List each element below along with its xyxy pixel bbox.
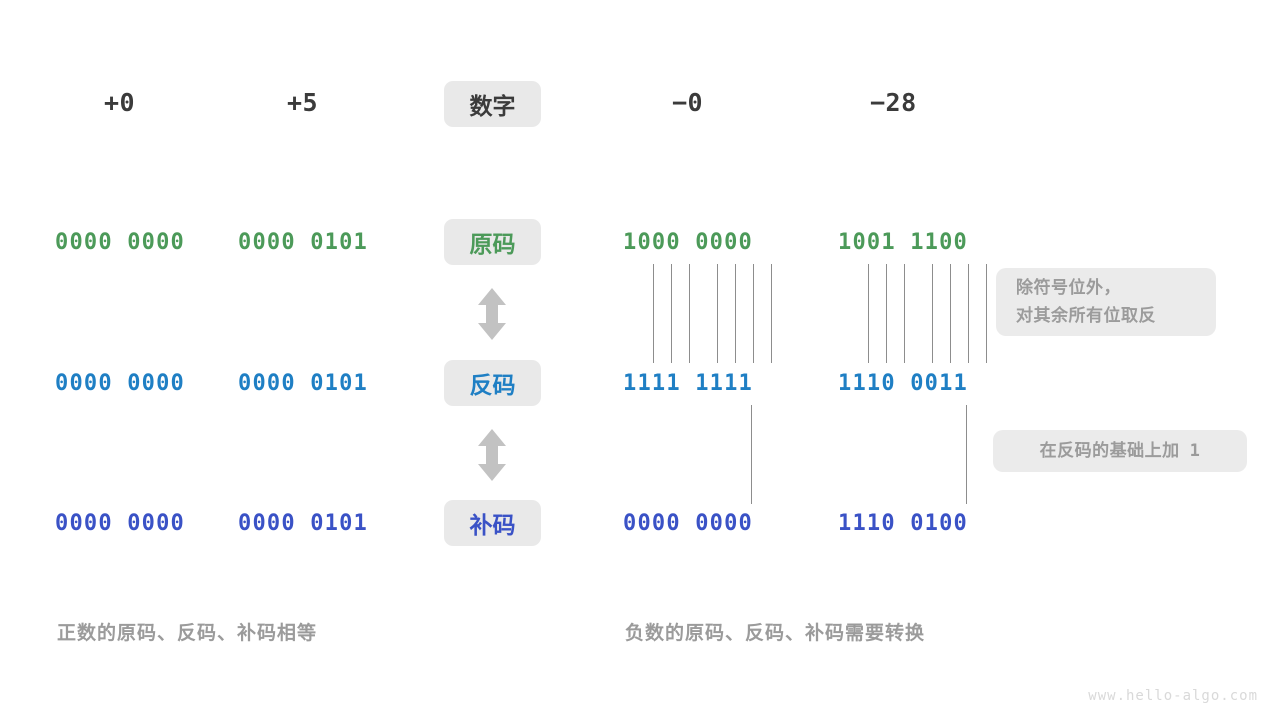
watermark: www.hello-algo.com bbox=[1088, 688, 1258, 704]
connector-line bbox=[932, 264, 933, 363]
bits-ones-complement-minus-28: 1110 0011 bbox=[838, 371, 969, 396]
note-add-one-prefix: 在反码的基础上加 bbox=[1039, 441, 1180, 461]
connector-line bbox=[771, 264, 772, 363]
bits-twos-complement-minus-zero: 0000 0000 bbox=[623, 511, 754, 536]
bits-ones-complement-plus-five: 0000 0101 bbox=[238, 371, 369, 396]
note-add-one-number: 1 bbox=[1189, 441, 1201, 461]
bits-sign-magnitude-plus-five: 0000 0101 bbox=[238, 230, 369, 255]
connector-line bbox=[968, 264, 969, 363]
connector-line bbox=[689, 264, 690, 363]
caption-negative: 负数的原码、反码、补码需要转换 bbox=[625, 622, 926, 644]
connector-line bbox=[717, 264, 718, 363]
connector-line bbox=[735, 264, 736, 363]
bits-sign-magnitude-minus-28: 1001 1100 bbox=[838, 230, 969, 255]
connector-line bbox=[966, 405, 967, 504]
badge-number: 数字 bbox=[444, 81, 541, 127]
bits-twos-complement-plus-five: 0000 0101 bbox=[238, 511, 369, 536]
connector-line bbox=[671, 264, 672, 363]
header-value-plus-five: +5 bbox=[287, 88, 319, 117]
double-arrow-vertical-icon bbox=[475, 428, 509, 482]
header-value-minus-28: −28 bbox=[870, 88, 917, 117]
badge-sign-magnitude: 原码 bbox=[444, 219, 541, 265]
connector-line bbox=[904, 264, 905, 363]
double-arrow-vertical-icon bbox=[475, 287, 509, 341]
connector-line bbox=[751, 405, 752, 504]
note-invert-bits: 除符号位外， 对其余所有位取反 bbox=[996, 268, 1216, 336]
bits-ones-complement-plus-zero: 0000 0000 bbox=[55, 371, 186, 396]
connector-line bbox=[950, 264, 951, 363]
badge-ones-complement: 反码 bbox=[444, 360, 541, 406]
note-invert-bits-line2: 对其余所有位取反 bbox=[1016, 306, 1156, 326]
bits-twos-complement-plus-zero: 0000 0000 bbox=[55, 511, 186, 536]
connector-line bbox=[886, 264, 887, 363]
header-value-plus-zero: +0 bbox=[104, 88, 136, 117]
connector-line bbox=[986, 264, 987, 363]
note-add-one: 在反码的基础上加 1 bbox=[993, 430, 1247, 472]
connector-line bbox=[753, 264, 754, 363]
header-value-minus-zero: −0 bbox=[672, 88, 704, 117]
bits-sign-magnitude-minus-zero: 1000 0000 bbox=[623, 230, 754, 255]
connector-line bbox=[653, 264, 654, 363]
note-invert-bits-line1: 除符号位外， bbox=[1016, 278, 1121, 298]
bits-sign-magnitude-plus-zero: 0000 0000 bbox=[55, 230, 186, 255]
caption-positive: 正数的原码、反码、补码相等 bbox=[57, 622, 318, 644]
badge-twos-complement: 补码 bbox=[444, 500, 541, 546]
bits-ones-complement-minus-zero: 1111 1111 bbox=[623, 371, 754, 396]
connector-line bbox=[868, 264, 869, 363]
bits-twos-complement-minus-28: 1110 0100 bbox=[838, 511, 969, 536]
